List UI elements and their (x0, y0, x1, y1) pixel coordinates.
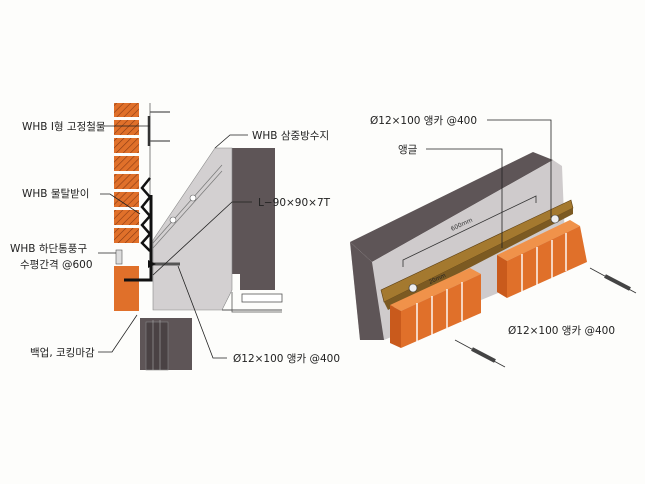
brick-group-left (390, 268, 481, 348)
concrete-slab (215, 148, 275, 290)
drip-support (140, 177, 152, 252)
anchor-bolt-right (589, 267, 637, 294)
label-anchor-bottom: Ø12×100 앵카 @400 (508, 325, 615, 337)
label-vent-line2: 수평간격 @600 (20, 258, 93, 271)
label-angle: L−90×90×7T (258, 197, 331, 209)
label-anchor-top: Ø12×100 앵카 @400 (370, 115, 477, 127)
brick-group-right (497, 220, 587, 298)
label-vent-line1: WHB 하단통풍구 (10, 242, 87, 255)
anchor-bolt-bottom (454, 339, 506, 368)
label-drip-support: WHB 물탈받이 (22, 187, 89, 200)
brick-stack (114, 103, 139, 311)
leader-lines (98, 125, 252, 359)
label-waterproof-sheet: WHB 삼중방수지 (252, 130, 329, 142)
waterproof-sheet (152, 147, 233, 311)
label-backup: 백업, 코킹마감 (30, 346, 95, 359)
steel-angle (124, 195, 153, 282)
label-angle-right: 앵글 (398, 144, 418, 156)
label-fixing-hardware: WHB I형 고정철물 (22, 121, 106, 133)
left-section-detail: WHB I형 고정철물 WHB 삼중방수지 WHB 물탈받이 WHB 하단통풍구… (10, 103, 340, 371)
leader-lines-right (426, 119, 552, 248)
right-isometric-detail: 600mm 20mm (350, 115, 637, 368)
label-anchor: Ø12×100 앵카 @400 (233, 353, 340, 365)
window-frame (241, 293, 283, 303)
